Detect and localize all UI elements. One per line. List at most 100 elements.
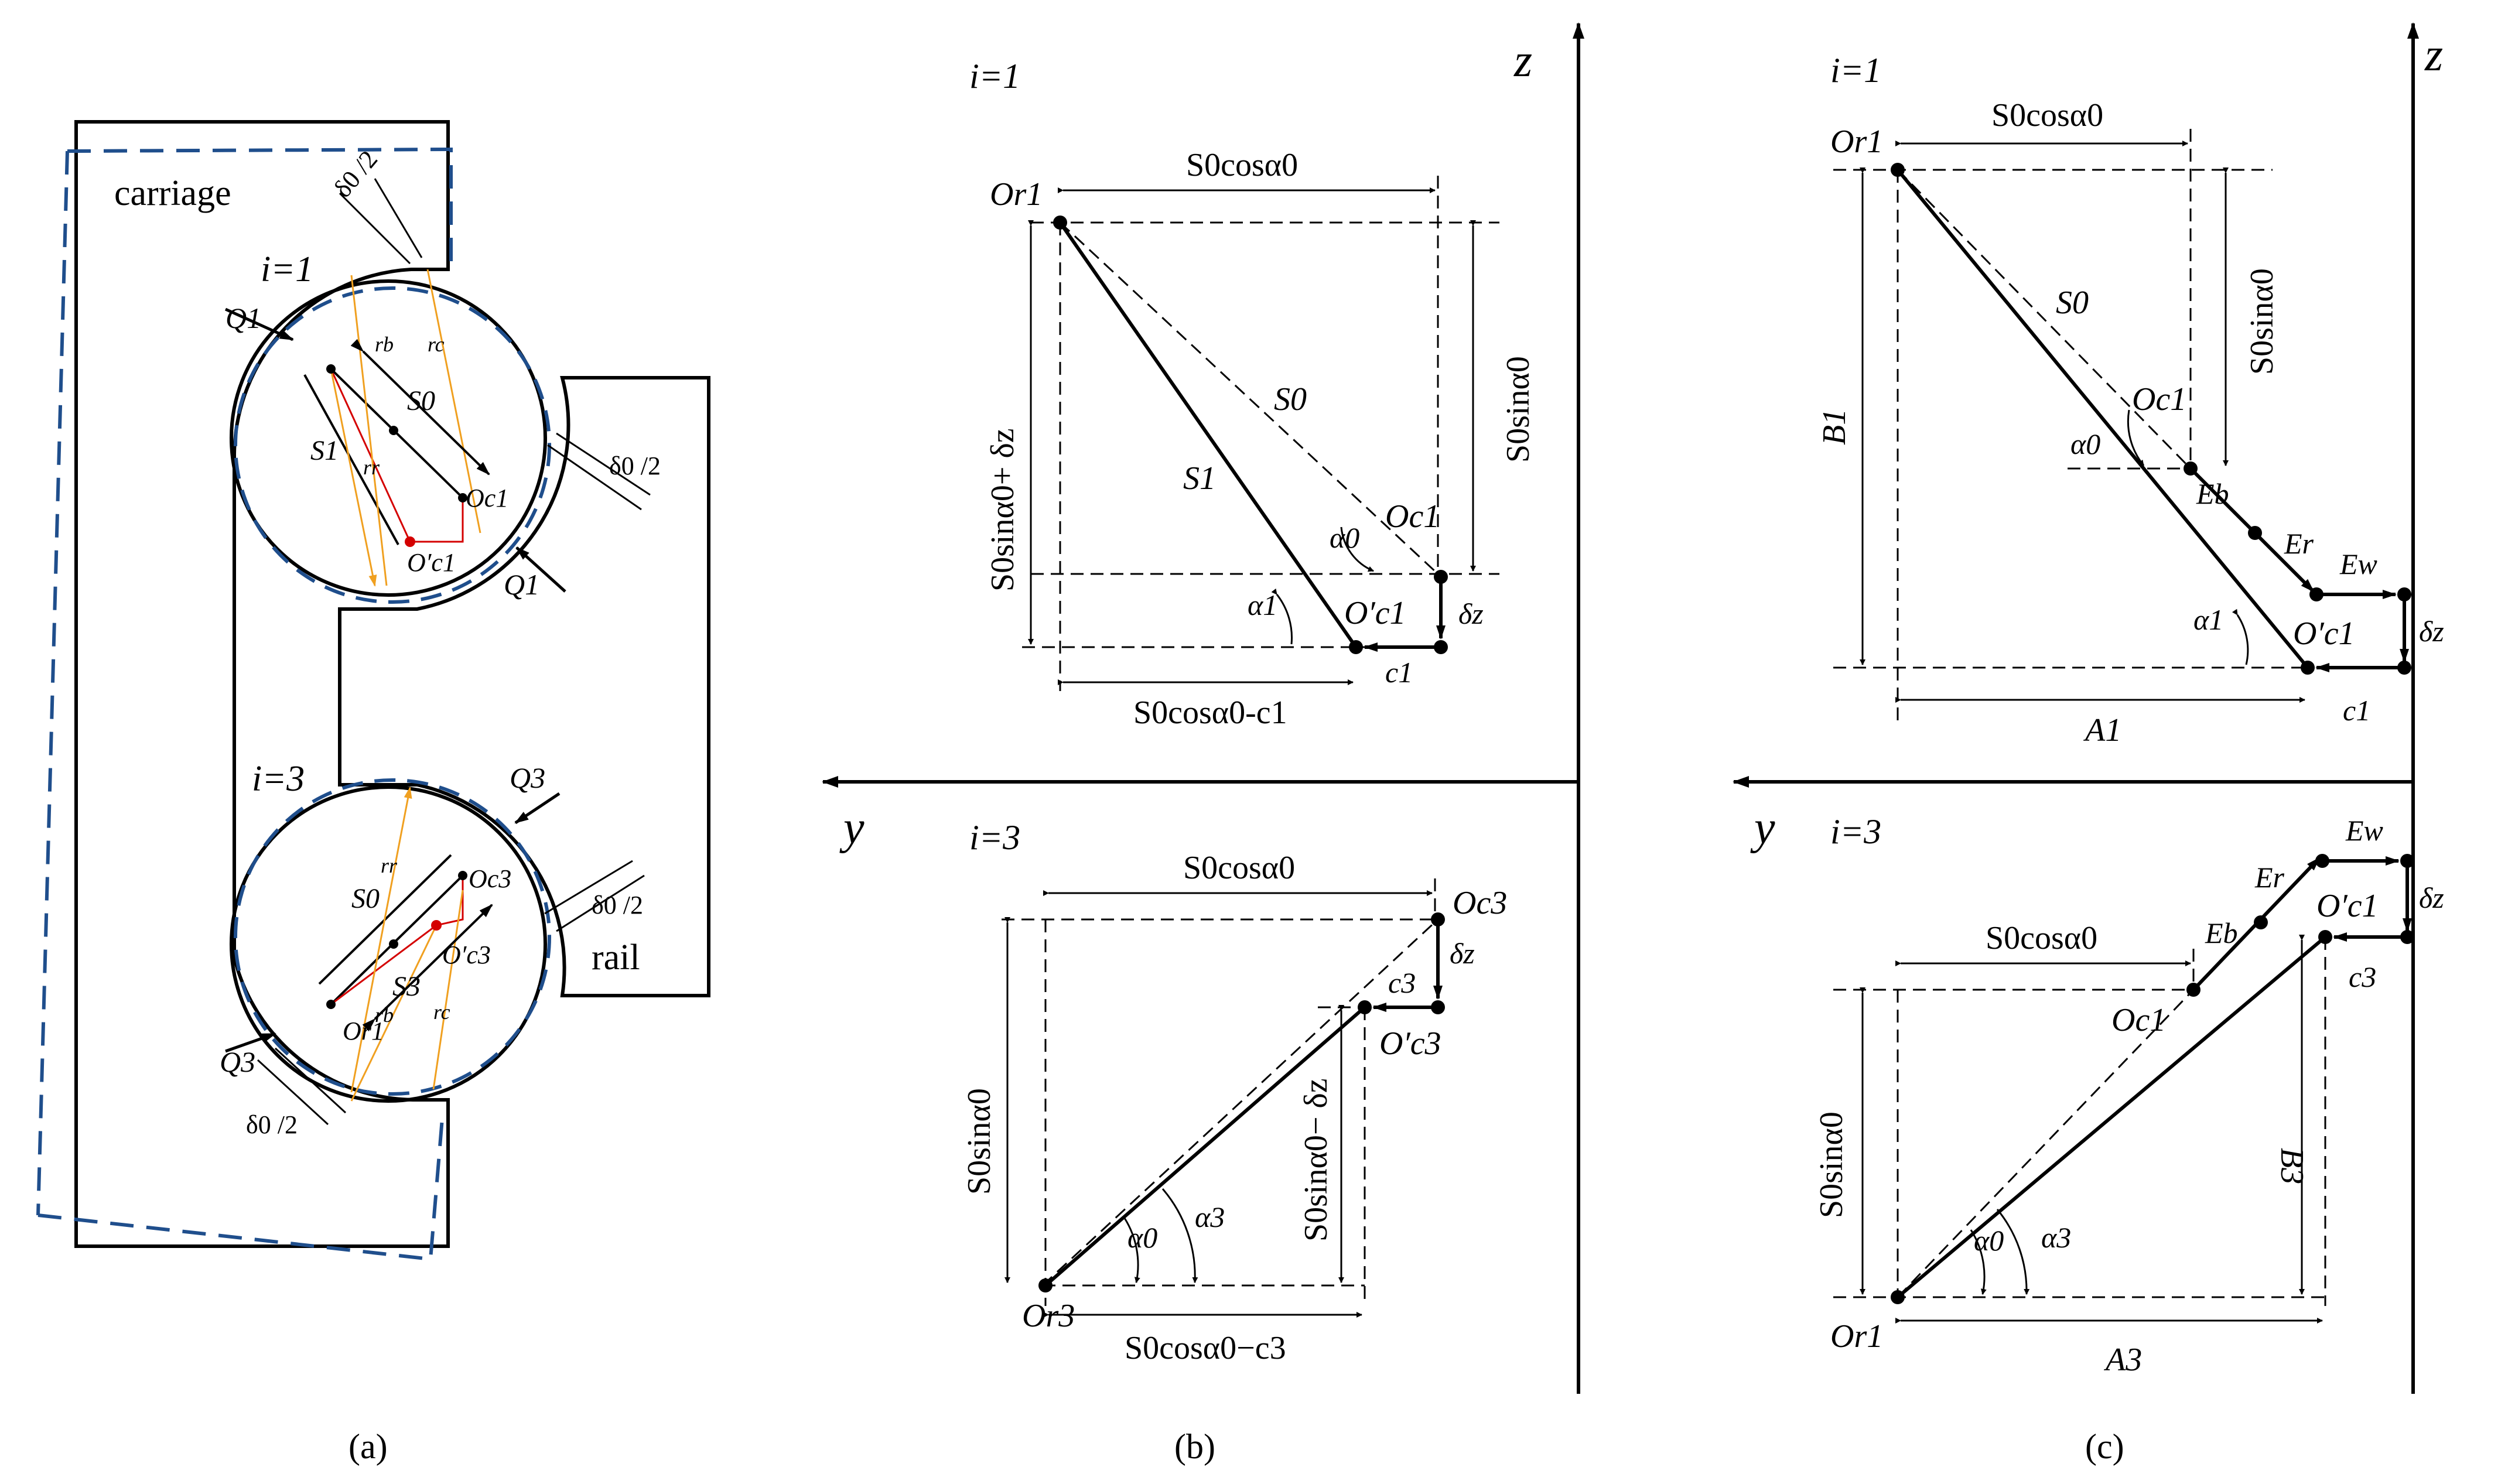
c-Oc1-top: Oc1 xyxy=(2132,381,2186,418)
label-a-i1: i=1 xyxy=(261,249,313,289)
label-a-Oc1p: O′c1 xyxy=(407,548,456,577)
label-a-rc-1: rc xyxy=(428,333,445,356)
label-a-S1: S1 xyxy=(310,435,339,466)
label-a-Oc1: Oc1 xyxy=(466,484,508,512)
panel-c: z y i=1 Or1 S0cosα0 S0sinα0 xyxy=(1733,22,2444,1394)
b-Oc3: Oc3 xyxy=(1453,885,1507,921)
c-Or1-top: Or1 xyxy=(1830,124,1883,160)
b-Oc1: Oc1 xyxy=(1385,498,1440,535)
c-Or1-bottom: Or1 xyxy=(1830,1318,1883,1355)
ball-3-dashed xyxy=(234,778,551,1096)
b-S1: S1 xyxy=(1183,460,1216,497)
carriage-dashed-outline xyxy=(37,147,453,1261)
b-bottom-dashed xyxy=(1002,878,1439,1306)
c-S0sin-bottom: S0sinα0 xyxy=(1813,1112,1850,1218)
ball-1-geometry xyxy=(224,178,651,593)
c-c3: c3 xyxy=(2349,960,2376,993)
c-S0cos-bottom: S0cosα0 xyxy=(1986,920,2097,956)
c-z-label: z xyxy=(2424,29,2443,81)
label-a-S0-1: S0 xyxy=(407,385,435,416)
label-Q1-top: Q1 xyxy=(225,302,261,334)
b-z-label: z xyxy=(1513,35,1532,87)
label-a-rb-3: rb xyxy=(375,1003,394,1027)
b-i1: i=1 xyxy=(969,57,1020,95)
c-i3: i=3 xyxy=(1830,812,1881,851)
b-y-label: y xyxy=(839,802,865,854)
c-S0sin-top: S0sinα0 xyxy=(2244,268,2280,375)
ball-3-geometry xyxy=(225,787,645,1126)
b-a0-bottom: α0 xyxy=(1127,1221,1157,1254)
label-a-rc-3: rc xyxy=(433,1000,450,1024)
b-Or3: Or3 xyxy=(1022,1298,1075,1334)
b-S0cos-top: S0cosα0 xyxy=(1186,147,1298,183)
b-c3: c3 xyxy=(1388,966,1416,999)
label-delta-3b: δ0 /2 xyxy=(246,1110,298,1139)
caption-a: (a) xyxy=(348,1427,388,1466)
b-dz-top: δz xyxy=(1458,597,1484,630)
c-Er-top: Er xyxy=(2284,527,2314,560)
c-S0cos-top: S0cosα0 xyxy=(1991,97,2103,134)
c-Oc1p-bottom: O′c1 xyxy=(2316,888,2379,924)
label-Q1-bottom: Q1 xyxy=(504,568,539,601)
b-a3: α3 xyxy=(1195,1201,1225,1233)
ball-3 xyxy=(230,785,547,1103)
b-S0sin-top: S0sinα0 xyxy=(1500,356,1536,463)
c-c1: c1 xyxy=(2343,694,2370,727)
b-S0sin-minus: S0sinα0− δz xyxy=(1298,1078,1334,1242)
b-S0sin-bottom: S0sinα0 xyxy=(961,1088,997,1195)
b-a0-top: α0 xyxy=(1330,521,1359,554)
c-B3: B3 xyxy=(2274,1148,2310,1184)
ball-1-dashed xyxy=(234,286,551,604)
label-delta-3a: δ0 /2 xyxy=(592,891,643,919)
ball-1 xyxy=(230,279,547,597)
b-c1: c1 xyxy=(1385,656,1413,689)
b-Or1: Or1 xyxy=(990,176,1043,213)
label-Q3-bottom: Q3 xyxy=(220,1045,255,1078)
label-a-rr-1: rr xyxy=(363,456,380,479)
label-a-S0-3: S0 xyxy=(351,883,380,914)
c-top-dashed xyxy=(1833,129,2308,720)
c-dz-top: δz xyxy=(2419,615,2444,648)
b-S0-top: S0 xyxy=(1274,381,1307,418)
label-a-rr-3: rr xyxy=(381,854,398,877)
c-bottom-dashed xyxy=(1833,937,2328,1306)
b-S3-line xyxy=(1044,1006,1366,1287)
c-i1: i=1 xyxy=(1830,51,1881,90)
b-a1: α1 xyxy=(1248,589,1277,621)
c-a0-top: α0 xyxy=(2070,428,2100,460)
label-a-Or1: Or1 xyxy=(343,1017,384,1045)
c-Oc1p-top: O′c1 xyxy=(2293,616,2355,652)
caption-b: (b) xyxy=(1174,1427,1215,1466)
c-dz-bottom: δz xyxy=(2419,881,2444,914)
label-a-S3: S3 xyxy=(392,971,421,1002)
c-Oc1-bottom: Oc1 xyxy=(2111,1002,2166,1038)
label-a-rb-1: rb xyxy=(375,333,394,356)
b-S0cos-c3: S0cosα0−c3 xyxy=(1125,1330,1286,1366)
label-delta-1a: δ0 /2 xyxy=(328,145,383,203)
c-bottom-main-line xyxy=(1897,935,2326,1299)
c-A1: A1 xyxy=(2083,712,2121,748)
b-dz-bottom: δz xyxy=(1450,937,1475,970)
rail-outline xyxy=(338,376,710,997)
c-a0-bottom: α0 xyxy=(1974,1224,2004,1257)
label-a-Oc3: Oc3 xyxy=(469,864,511,893)
caption-c: (c) xyxy=(2085,1427,2124,1466)
c-y-label: y xyxy=(1750,802,1775,854)
label-rail: rail xyxy=(592,938,640,977)
panel-a: carriage rail i=1 i=3 Q1 Q1 Q3 Q3 δ0 /2 … xyxy=(36,120,710,1261)
c-Ew-top: Ew xyxy=(2339,548,2377,580)
panel-b: z y i=1 Or1 S0cosα0 S0sinα0 S0sinα0+ δ xyxy=(822,22,1584,1394)
label-carriage: carriage xyxy=(114,173,231,213)
label-delta-1b: δ0 /2 xyxy=(609,452,661,480)
c-Ew-bottom: Ew xyxy=(2345,814,2383,847)
b-S0cos-c1: S0cosα0-c1 xyxy=(1133,695,1287,731)
c-Eb-bottom: Eb xyxy=(2205,917,2238,949)
label-a-i3: i=3 xyxy=(252,759,305,799)
c-A3: A3 xyxy=(2103,1342,2142,1378)
b-Oc1p: O′c1 xyxy=(1344,595,1406,631)
c-top-main-line xyxy=(1896,169,2309,669)
c-S0: S0 xyxy=(2056,285,2089,321)
b-S0sin-plus: S0sinα0+ δz xyxy=(985,428,1021,591)
c-B1: B1 xyxy=(1816,409,1853,445)
